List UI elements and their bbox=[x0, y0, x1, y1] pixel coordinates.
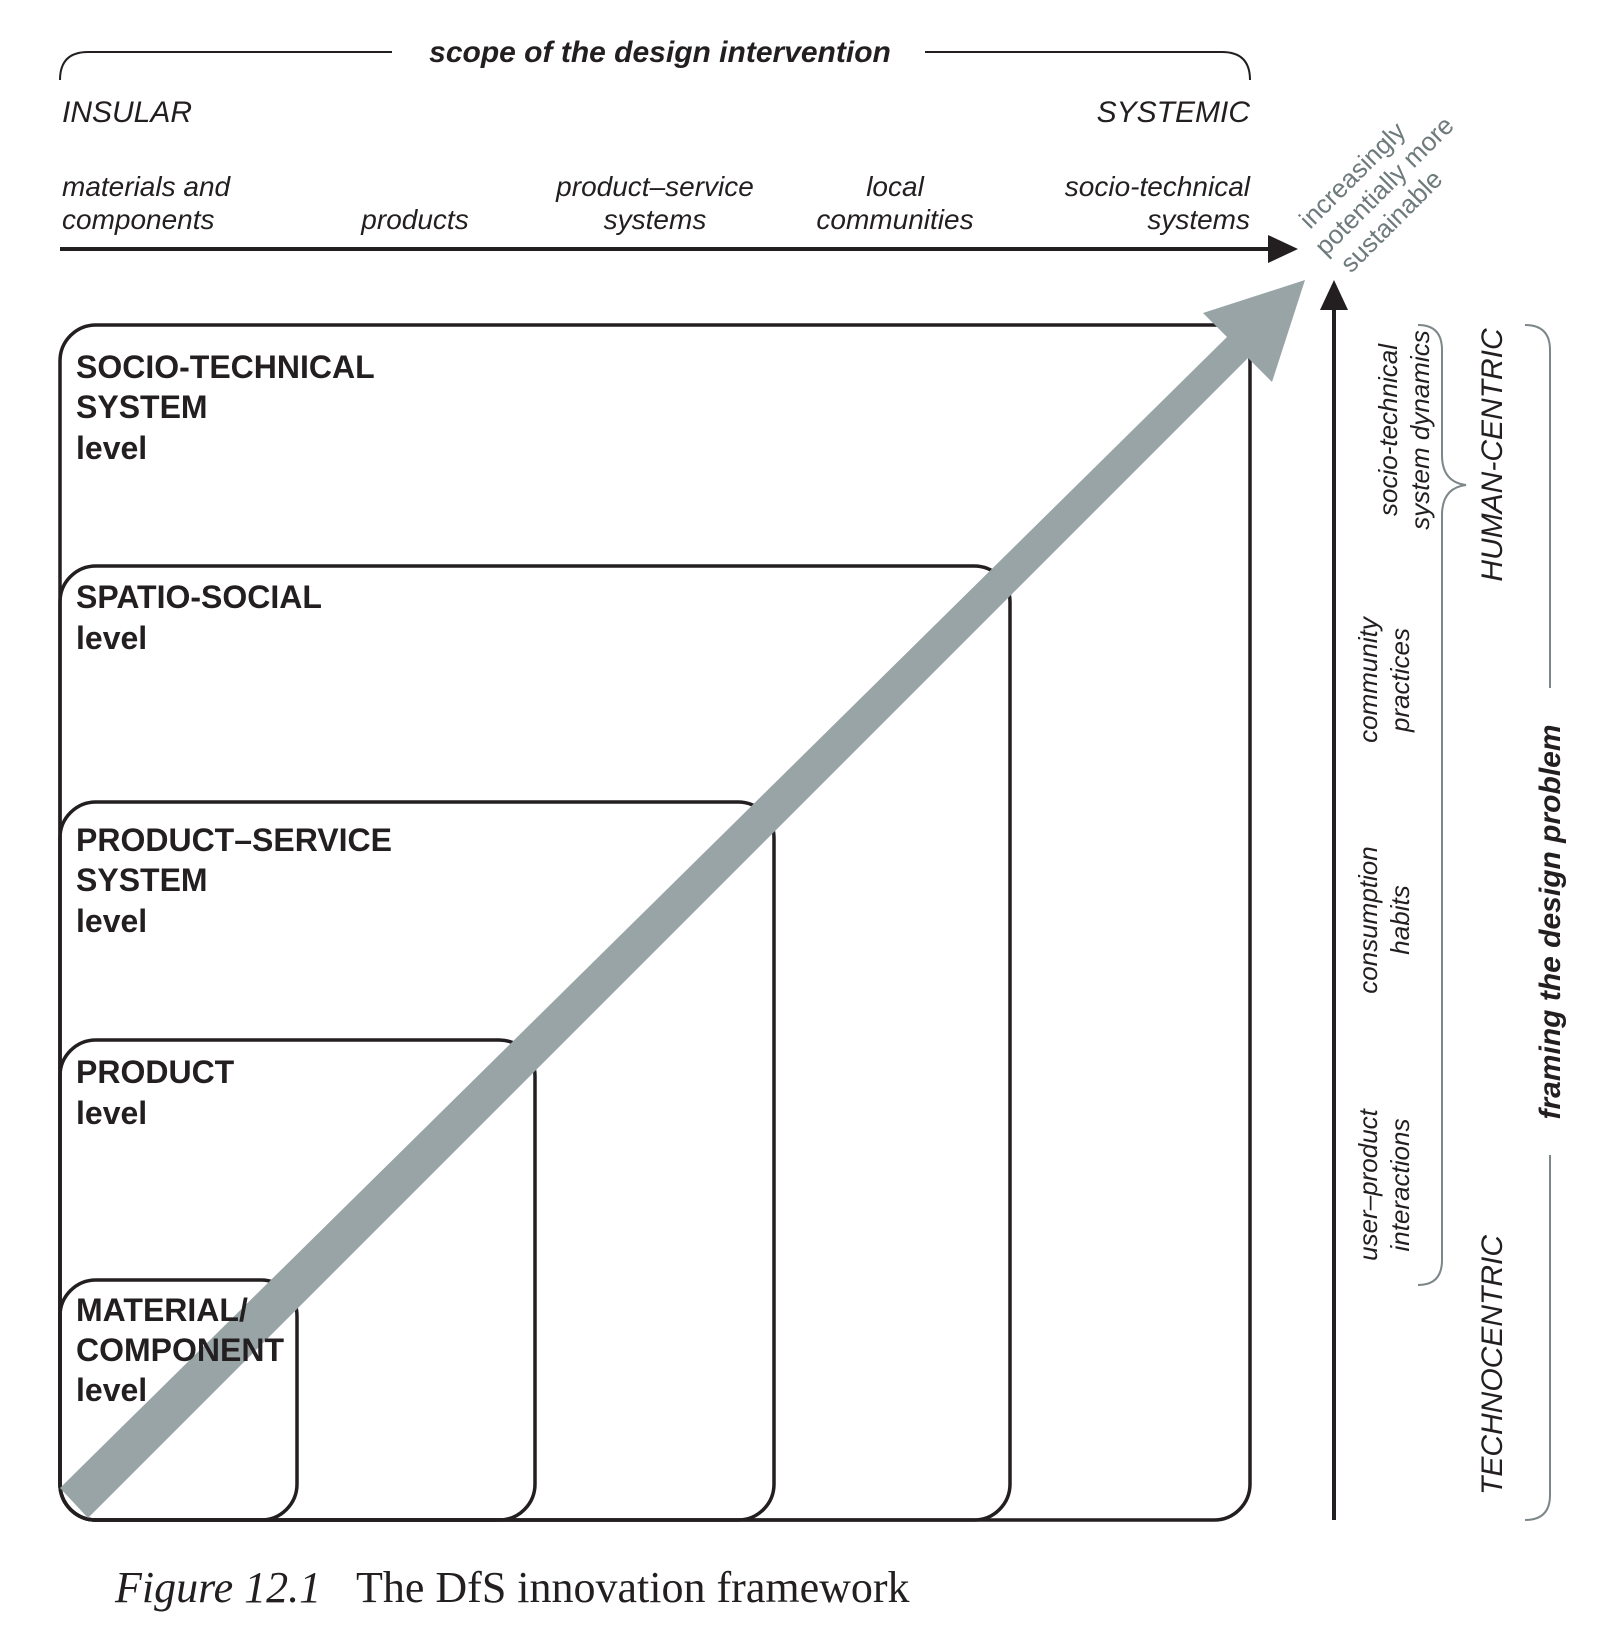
insular-label: INSULAR bbox=[62, 96, 192, 129]
label-user-product-interactions: user–product interactions bbox=[1353, 1107, 1415, 1261]
material-level-box bbox=[58, 1278, 299, 1522]
scale-products: products bbox=[360, 204, 468, 235]
scope-arrowhead bbox=[1268, 235, 1298, 263]
sts-level-line1: SOCIO-TECHNICAL bbox=[76, 349, 375, 385]
caption-text: The DfS innovation framework bbox=[356, 1563, 910, 1612]
framing-bracket-bottom bbox=[1524, 1155, 1551, 1521]
scale-sts-line1: socio-technical bbox=[1065, 171, 1251, 202]
pss-level-line1: PRODUCT–SERVICE bbox=[76, 822, 392, 858]
scope-bracket-left bbox=[59, 51, 392, 81]
pss-level-line2: SYSTEM bbox=[76, 862, 208, 898]
label-sts-dynamics: socio-technical system dynamics bbox=[1373, 330, 1435, 529]
scale-pss-line2: systems bbox=[604, 204, 707, 235]
consumption-line1: consumption bbox=[1353, 846, 1383, 993]
product-level-box bbox=[58, 1038, 537, 1522]
sts-dynamics-line2: system dynamics bbox=[1405, 330, 1435, 529]
framing-title: framing the design problem bbox=[1534, 724, 1567, 1119]
scope-title: scope of the design intervention bbox=[429, 36, 891, 69]
scale-materials-line1: materials and bbox=[62, 171, 232, 202]
material-level-line2: COMPONENT bbox=[76, 1332, 284, 1368]
pss-level-line3: level bbox=[76, 903, 147, 939]
framing-bracket-top bbox=[1524, 324, 1551, 688]
inner-brace bbox=[1417, 324, 1467, 1286]
user-product-line2: interactions bbox=[1385, 1119, 1415, 1252]
consumption-line2: habits bbox=[1385, 885, 1415, 954]
scale-pss-line1: product–service bbox=[555, 171, 754, 202]
user-product-line1: user–product bbox=[1353, 1107, 1383, 1261]
sts-dynamics-line1: socio-technical bbox=[1373, 343, 1403, 516]
spatio-level-line1: SPATIO-SOCIAL bbox=[76, 579, 322, 615]
community-line2: practices bbox=[1385, 628, 1415, 733]
product-level-line1: PRODUCT bbox=[76, 1054, 235, 1090]
scale-local-line2: communities bbox=[816, 204, 973, 235]
scale-local-line1: local bbox=[866, 171, 924, 202]
sustainability-label: increasingly potentially more sustainabl… bbox=[1293, 110, 1460, 278]
systemic-label: SYSTEMIC bbox=[1097, 96, 1251, 129]
caption-label: Figure 12.1 bbox=[114, 1563, 321, 1612]
framing-arrowhead bbox=[1320, 280, 1348, 310]
sts-level-line2: SYSTEM bbox=[76, 389, 208, 425]
material-level-line1: MATERIAL/ bbox=[76, 1292, 248, 1328]
scale-sts-line2: systems bbox=[1147, 204, 1250, 235]
sustainability-diagonal-arrow bbox=[60, 280, 1305, 1518]
sts-level-line3: level bbox=[76, 430, 147, 466]
technocentric-label: TECHNOCENTRIC bbox=[1476, 1235, 1509, 1495]
spatio-level-line2: level bbox=[76, 620, 147, 656]
scale-materials-line2: components bbox=[62, 204, 215, 235]
material-level-line3: level bbox=[76, 1372, 147, 1408]
community-line1: community bbox=[1353, 615, 1383, 743]
label-consumption-habits: consumption habits bbox=[1353, 846, 1415, 993]
scope-bracket-right bbox=[925, 51, 1251, 81]
product-level-line2: level bbox=[76, 1095, 147, 1131]
label-community-practices: community practices bbox=[1353, 615, 1415, 743]
human-centric-label: HUMAN-CENTRIC bbox=[1476, 328, 1509, 582]
